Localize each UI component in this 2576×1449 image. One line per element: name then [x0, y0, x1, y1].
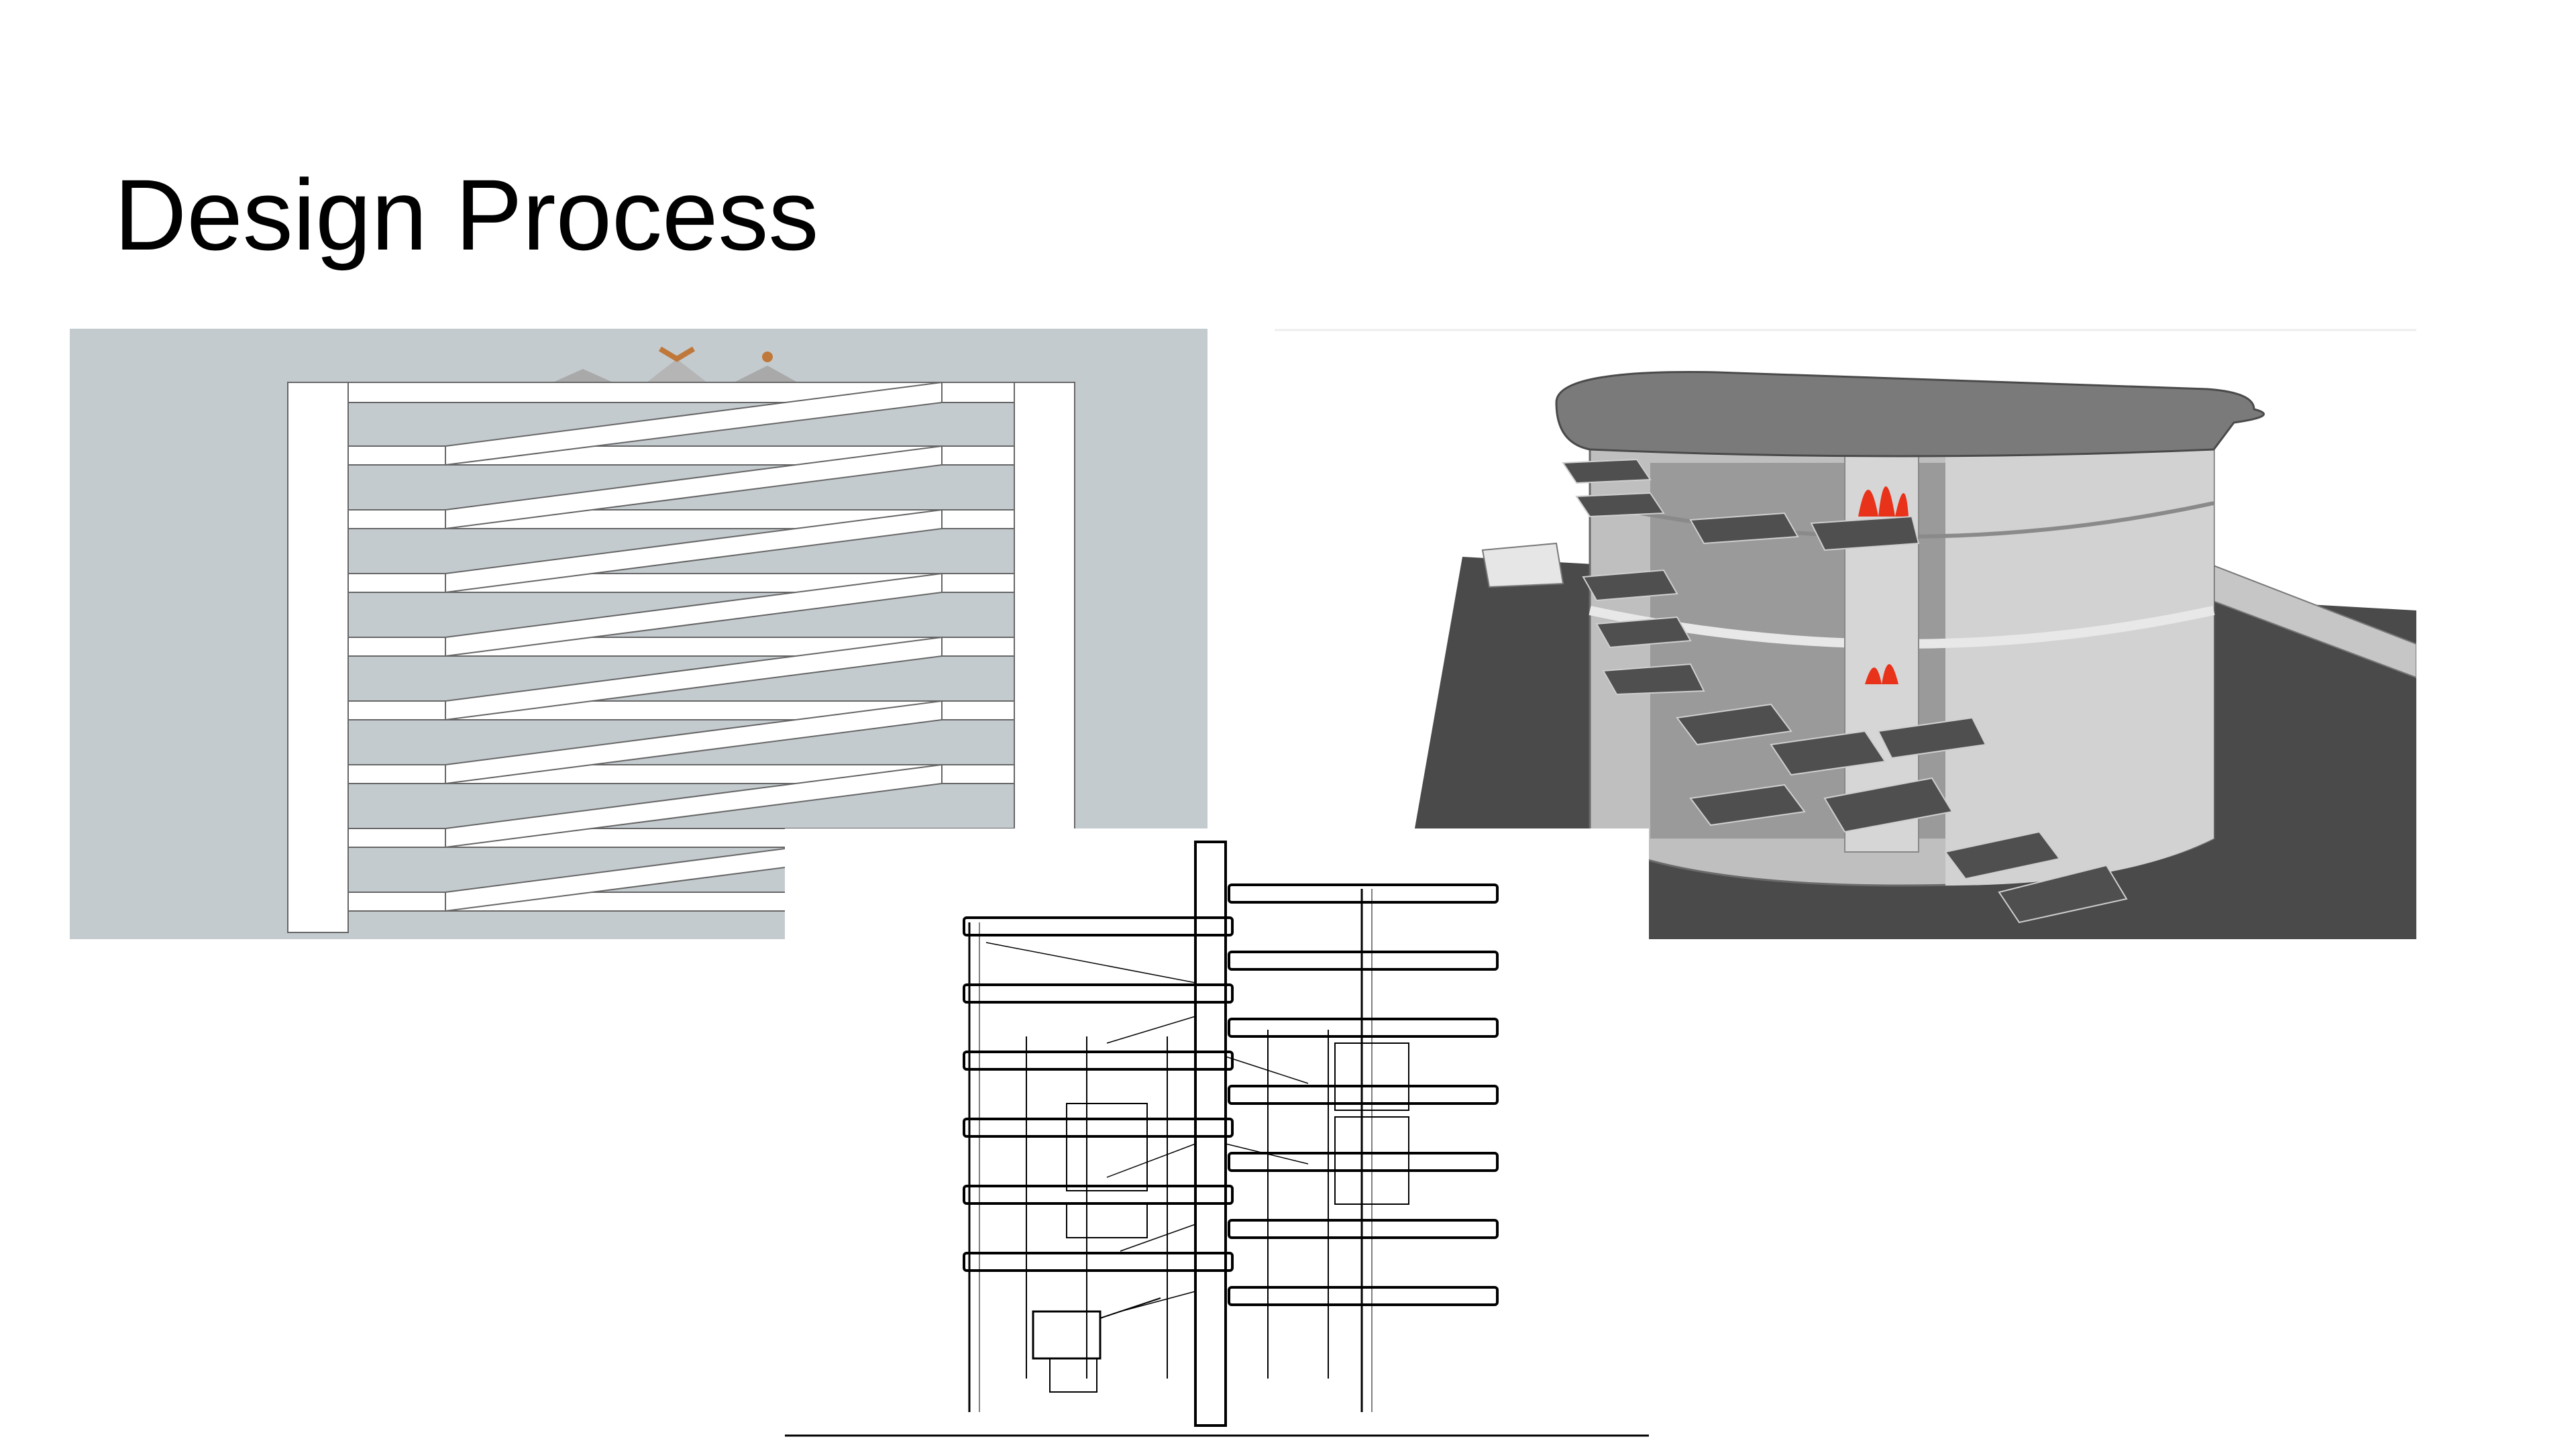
right-slabs	[1228, 883, 1499, 1306]
cylindrical-tower-render-image	[1275, 329, 2416, 939]
left-column	[287, 382, 349, 933]
slide-title: Design Process	[114, 158, 819, 271]
left-slabs	[963, 916, 1234, 1272]
building-section-line-drawing-image	[785, 828, 1649, 1449]
fire-graphic	[1858, 486, 1909, 517]
render-svg	[1275, 329, 2416, 939]
roof-domes	[553, 346, 798, 382]
section-svg	[785, 841, 1649, 1437]
lower-box	[1032, 1310, 1102, 1360]
cantilever-slabs	[1562, 458, 2128, 924]
roof-disk	[1555, 371, 2265, 458]
central-shaft	[1194, 841, 1227, 1427]
